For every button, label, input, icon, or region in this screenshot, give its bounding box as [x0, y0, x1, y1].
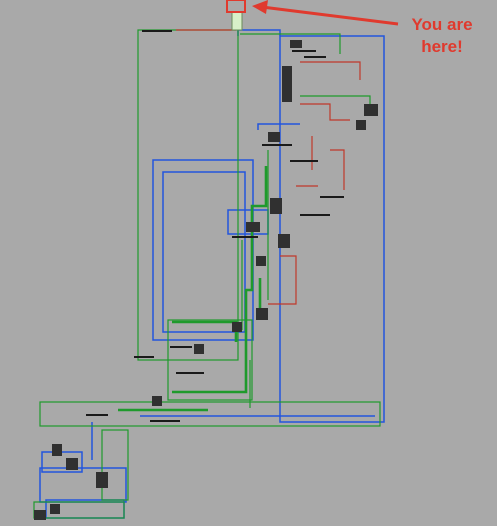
callout-line-1: You are: [411, 15, 473, 34]
callout-line-2: here!: [421, 37, 463, 56]
you-are-here-callout: You are here!: [402, 14, 482, 58]
node-labels: [86, 30, 344, 422]
red-edge-lines: [176, 29, 361, 305]
red-arrow: [252, 0, 399, 26]
blue-edge-lines: [39, 29, 385, 519]
current-position-marker[interactable]: [226, 0, 246, 31]
graph-nodes: [34, 40, 378, 520]
green-edge-lines: [33, 29, 381, 519]
